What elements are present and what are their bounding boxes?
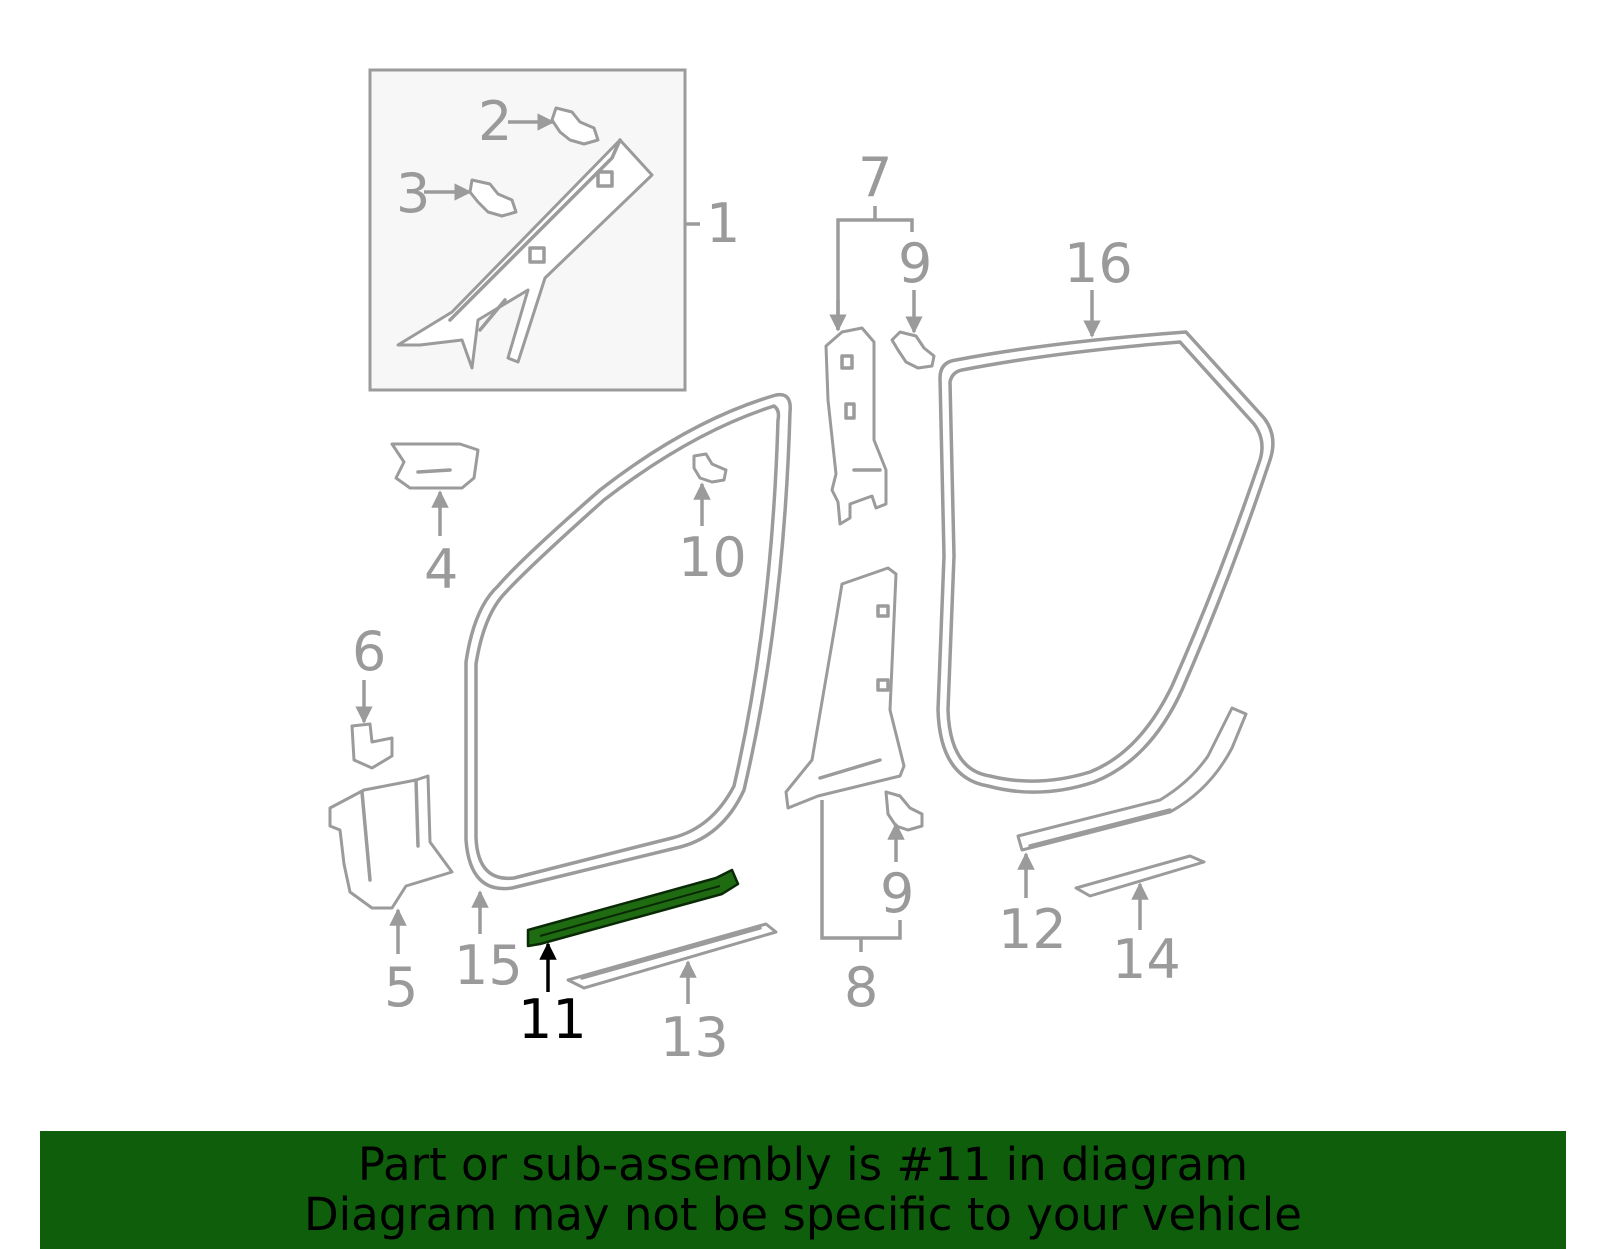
part-8-lower-pillar[interactable] — [784, 566, 906, 810]
part-15-weatherstrip[interactable] — [464, 392, 792, 891]
callout-11[interactable]: 11 — [518, 988, 587, 1051]
callout-16[interactable]: 16 — [1064, 232, 1133, 295]
part-12-scuff-plate[interactable] — [1016, 706, 1248, 852]
callout-1[interactable]: 1 — [706, 192, 740, 255]
callout-8[interactable]: 8 — [844, 956, 878, 1019]
banner-part-note: Part or sub-assembly is #11 in diagram — [357, 1138, 1249, 1191]
part-4-trim[interactable] — [390, 442, 480, 490]
part-5-kick-panel[interactable] — [328, 774, 454, 910]
part-16-weatherstrip[interactable] — [936, 330, 1275, 794]
callout-7[interactable]: 7 — [858, 146, 892, 209]
part-11-scuff-plate-highlighted[interactable] — [526, 868, 740, 948]
callout-4[interactable]: 4 — [424, 538, 458, 601]
callout-12[interactable]: 12 — [998, 898, 1067, 961]
callout-6[interactable]: 6 — [352, 620, 386, 683]
callout-5[interactable]: 5 — [384, 956, 418, 1019]
part-1-inset[interactable] — [368, 68, 687, 392]
part-9-upper-clip[interactable] — [890, 330, 936, 370]
callout-15[interactable]: 15 — [454, 934, 523, 997]
callout-2[interactable]: 2 — [478, 90, 512, 153]
callout-3[interactable]: 3 — [396, 162, 430, 225]
callout-14[interactable]: 14 — [1112, 928, 1181, 991]
part-7-upper-pillar[interactable] — [824, 326, 888, 526]
part-10-clip[interactable] — [692, 452, 728, 484]
info-banner: Part or sub-assembly is #11 in diagram D… — [40, 1131, 1566, 1249]
part-6-clip[interactable] — [350, 722, 394, 770]
callout-9-lower[interactable]: 9 — [880, 862, 914, 925]
part-14-sill-plate[interactable] — [1074, 854, 1206, 898]
part-3-clip[interactable] — [468, 178, 518, 218]
callout-9-upper[interactable]: 9 — [898, 232, 932, 295]
callout-10[interactable]: 10 — [678, 526, 747, 589]
banner-disclaimer: Diagram may not be specific to your vehi… — [304, 1188, 1302, 1241]
part-13-sill-plate[interactable] — [566, 922, 778, 990]
callout-13[interactable]: 13 — [660, 1006, 729, 1069]
part-2-clip[interactable] — [550, 106, 600, 146]
part-9-lower-clip[interactable] — [884, 790, 924, 832]
